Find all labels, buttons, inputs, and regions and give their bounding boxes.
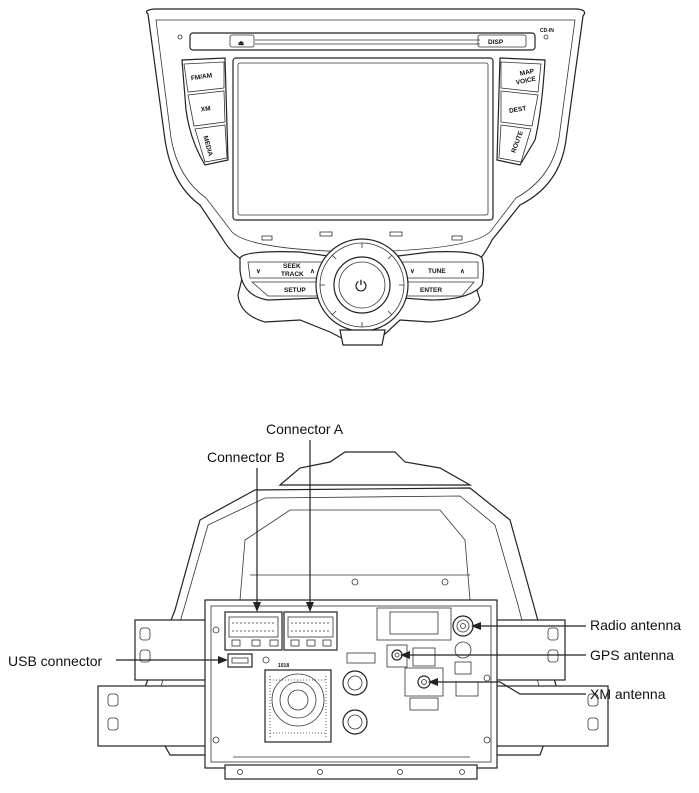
- callout-gps-antenna: GPS antenna: [400, 647, 674, 663]
- seek-track-label-line1: SEEK: [283, 263, 301, 270]
- rear-housing-top: [278, 451, 473, 486]
- cd-in-label: CD-IN: [540, 28, 554, 34]
- volume-knob[interactable]: [333, 256, 391, 314]
- callout-connector-b: Connector B: [207, 449, 285, 612]
- callout-xm-antenna: XM antenna: [428, 678, 666, 702]
- cd-slot[interactable]: [189, 32, 536, 51]
- tune-button-label: TUNE: [428, 268, 446, 275]
- round-port-2: [342, 709, 368, 735]
- gps-antenna-label: GPS antenna: [590, 647, 674, 663]
- fm-am-button-label: FM/AM: [191, 72, 213, 82]
- left-button-cluster: [181, 57, 229, 166]
- disp-button-label: DISP: [488, 39, 504, 46]
- rear-bottom-rail: [224, 764, 478, 780]
- seek-track-label-line2: TRACK: [281, 271, 304, 278]
- power-icon: ⏻: [355, 278, 367, 295]
- callout-usb-connector: USB connector: [8, 653, 228, 669]
- callout-connector-a: Connector A: [266, 421, 344, 612]
- front-panel: ⏏ DISP CD-IN FM/AM XM MEDIA MAP VOICE DE…: [145, 8, 586, 346]
- cd-eject-button[interactable]: [229, 34, 255, 48]
- callout-radio-antenna: Radio antenna: [471, 617, 681, 633]
- enter-button-label: ENTER: [420, 287, 442, 294]
- radio-antenna-label: Radio antenna: [590, 617, 681, 633]
- media-button[interactable]: [194, 124, 228, 163]
- route-button[interactable]: [498, 124, 532, 163]
- map-voice-label-line2: VOICE: [515, 75, 537, 86]
- map-voice-label-line1: MAP: [519, 68, 535, 78]
- tune-up-icon: ∧: [460, 268, 465, 275]
- bottom-mount-tab: [339, 329, 386, 346]
- connector-a-label: Connector A: [266, 421, 344, 437]
- fm-am-button[interactable]: [183, 61, 225, 93]
- usb-connector-label: USB connector: [8, 653, 102, 669]
- display-screen[interactable]: [232, 57, 494, 221]
- cd-in-indicator: [543, 34, 549, 40]
- right-control-pod: [397, 251, 485, 301]
- connector-a[interactable]: [283, 611, 338, 651]
- connector-b[interactable]: [224, 611, 283, 651]
- mic-hole: [177, 34, 183, 40]
- round-port-1: [342, 670, 368, 696]
- lower-right-bracket: [492, 685, 609, 747]
- svg-text:1018: 1018: [278, 663, 289, 669]
- setup-button-label: SETUP: [284, 287, 306, 294]
- right-button-cluster: [496, 57, 546, 166]
- knob-ticks: [320, 243, 404, 327]
- cooling-fan: [264, 669, 332, 743]
- usb-port[interactable]: [227, 653, 253, 668]
- lower-left-bracket: [97, 685, 211, 747]
- xm-button-label: XM: [200, 105, 211, 113]
- disp-button[interactable]: [477, 34, 527, 48]
- rear-panel: 1018: [8, 421, 681, 780]
- map-voice-button[interactable]: [500, 61, 542, 93]
- radio-antenna-port[interactable]: [452, 615, 474, 637]
- tune-down-icon: ∨: [410, 268, 415, 275]
- cd-eject-icon: ⏏: [238, 40, 245, 47]
- seek-down-icon: ∨: [256, 268, 261, 275]
- dest-button[interactable]: [500, 90, 539, 127]
- connector-b-label: Connector B: [207, 449, 285, 465]
- xm-button[interactable]: [187, 90, 226, 127]
- xm-antenna-label: XM antenna: [590, 686, 666, 702]
- seek-up-icon: ∧: [310, 268, 315, 275]
- dest-button-label: DEST: [509, 105, 527, 115]
